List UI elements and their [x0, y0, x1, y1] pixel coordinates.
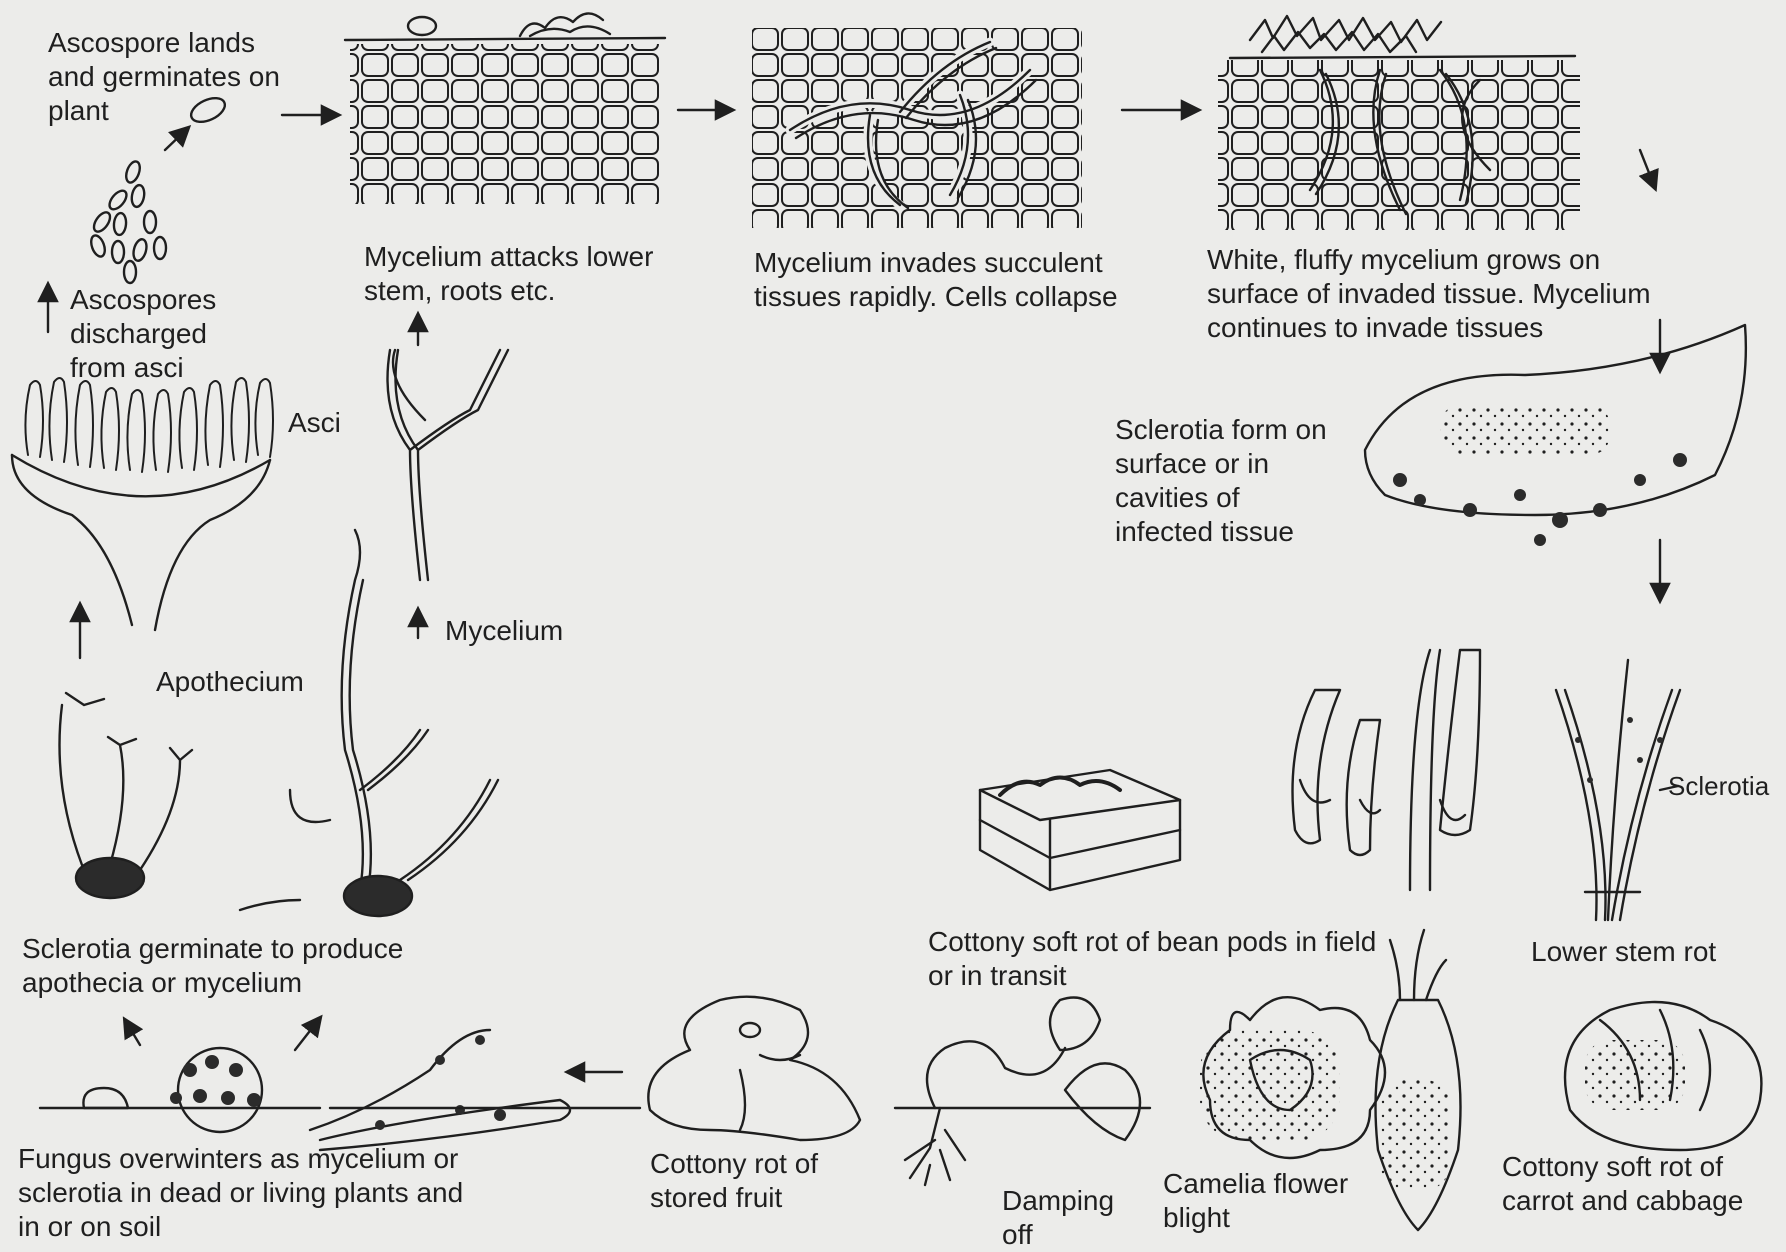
label-asci: Asci: [288, 406, 341, 440]
carrot-drawing: [1376, 930, 1461, 1230]
damping-off-drawing: [895, 998, 1150, 1186]
label-fungus-overwinters: Fungus overwinters as mycelium or sclero…: [18, 1142, 463, 1244]
overwintering-soil-drawing: [40, 1030, 640, 1150]
arrow-down-right: [1640, 150, 1655, 188]
label-ascospores-discharged: Ascospores discharged from asci: [70, 283, 216, 385]
label-cottony-carrot-cabbage: Cottony soft rot of carrot and cabbage: [1502, 1150, 1743, 1218]
stored-fruit-drawing: [648, 997, 860, 1140]
cabbage-drawing: [1565, 1002, 1761, 1150]
label-lower-stem-rot: Lower stem rot: [1531, 935, 1716, 969]
sclerotia-on-tissue: [1365, 325, 1746, 546]
label-sclerotia-germinate: Sclerotia germinate to produce apothecia…: [22, 932, 403, 1000]
label-white-fluffy-mycelium: White, fluffy mycelium grows on surface …: [1207, 243, 1651, 345]
label-mycelium-invades: Mycelium invades succulent tissues rapid…: [754, 246, 1118, 314]
tissue-panel-attack: [345, 13, 665, 204]
apothecium-asci-drawing: [12, 378, 273, 630]
bean-crate-drawing: [980, 770, 1180, 890]
label-mycelium: Mycelium: [445, 614, 563, 648]
lower-stem-rot-drawing: [1556, 660, 1680, 920]
tissue-panel-invade: [752, 28, 1082, 228]
bean-pods-drawing: [1293, 650, 1481, 890]
label-apothecium: Apothecium: [156, 665, 304, 699]
label-mycelium-attacks: Mycelium attacks lower stem, roots etc.: [364, 240, 653, 308]
tissue-panel-fluffy: [1218, 16, 1580, 230]
camelia-flower-drawing: [1200, 997, 1385, 1158]
label-ascospore-lands: Ascospore lands and germinates on plant: [48, 26, 280, 128]
label-cottony-stored-fruit: Cottony rot of stored fruit: [650, 1147, 818, 1215]
ascospore-cluster: [89, 160, 166, 283]
label-damping-off: Damping off: [1002, 1184, 1114, 1252]
label-camelia-flower-blight: Camelia flower blight: [1163, 1167, 1348, 1235]
arrow-overwinter-right: [295, 1018, 320, 1050]
label-sclerotia: Sclerotia: [1668, 770, 1769, 802]
arrow-overwinter-left: [125, 1020, 140, 1045]
label-sclerotia-form: Sclerotia form on surface or in cavities…: [1115, 413, 1327, 549]
germinating-sclerotium-apothecia: [60, 693, 193, 898]
label-cottony-bean-pods: Cottony soft rot of bean pods in field o…: [928, 925, 1376, 993]
